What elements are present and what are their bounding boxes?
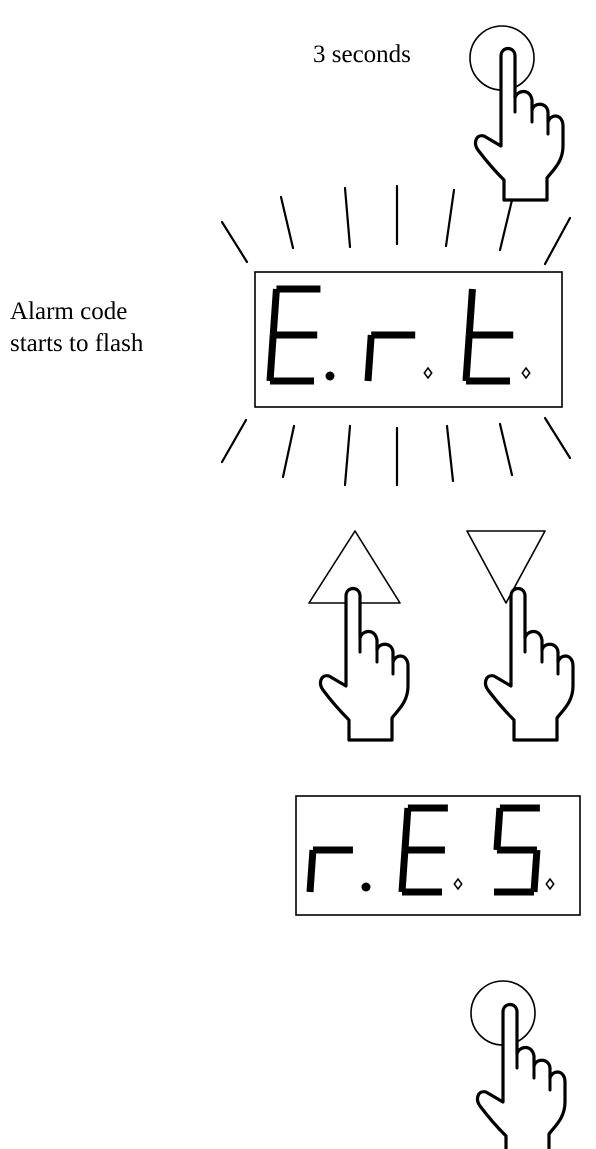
- digit-1-segment-e: [306, 849, 317, 893]
- digit-1-segment-e: [266, 334, 277, 382]
- step-3-arrow-buttons: [308, 530, 575, 742]
- digit-1-decimal-point: [325, 371, 335, 381]
- digit-1-decimal-point: [361, 882, 371, 892]
- digit-1-segment-f: [269, 288, 280, 336]
- down-arrow-button-icon: [466, 530, 546, 604]
- digit-3-segment-c: [530, 849, 541, 893]
- digit-2-segment-e: [398, 849, 409, 893]
- alarm-label-line-1: Alarm code: [10, 298, 128, 325]
- alarm-display-digits: [266, 285, 531, 385]
- hand-press-icon: [483, 586, 575, 742]
- step-5-confirm-button: [470, 980, 567, 1149]
- digit-2-decimal-point-off: [453, 877, 463, 891]
- digit-3-decimal-point-off: [521, 366, 531, 380]
- reset-display-frame: [295, 795, 581, 916]
- digit-2-decimal-point-off: [423, 366, 433, 380]
- step-2-alarm-display: [220, 184, 572, 487]
- hand-press-icon: [473, 46, 565, 202]
- digit-3-segment-e: [462, 334, 473, 382]
- digit-3-segment-f: [465, 288, 476, 336]
- hand-press-icon: [318, 586, 410, 742]
- reset-display-digits: [306, 804, 555, 896]
- step-4-reset-display: [295, 795, 581, 916]
- alarm-code-label: Alarm code starts to flash: [10, 296, 143, 360]
- alarm-label-line-2: starts to flash: [10, 330, 144, 357]
- flash-rays: [220, 184, 572, 487]
- alarm-display-frame: [254, 271, 563, 408]
- digit-2-segment-e: [364, 334, 375, 382]
- hold-duration-label: 3 seconds: [313, 41, 411, 68]
- hand-press-icon: [475, 1002, 567, 1149]
- digit-3-segment-f: [493, 807, 504, 851]
- digit-2-segment-f: [401, 807, 412, 851]
- step-1-hold-button: [469, 25, 565, 202]
- digit-3-decimal-point-off: [545, 877, 555, 891]
